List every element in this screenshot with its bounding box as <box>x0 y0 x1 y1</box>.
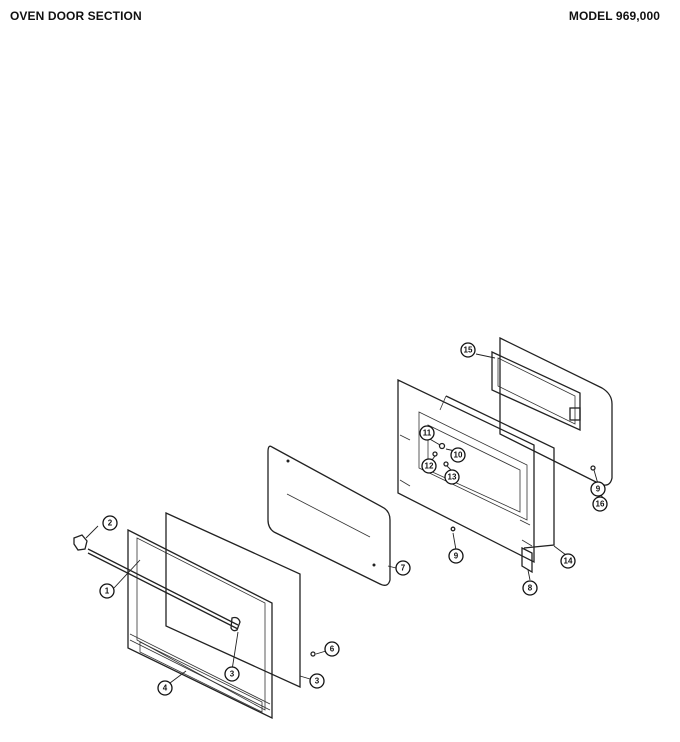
diagram-title: OVEN DOOR SECTION <box>10 9 142 23</box>
door-hardware <box>310 442 456 657</box>
inner-door-liner <box>397 378 535 574</box>
svg-text:4: 4 <box>163 684 168 693</box>
svg-text:11: 11 <box>423 429 432 438</box>
callout-13: 13 <box>444 469 460 485</box>
model-number: MODEL 969,000 <box>568 9 660 23</box>
callout-9-back: 9 <box>590 481 606 497</box>
callout-12: 12 <box>421 458 437 474</box>
callout-14: 14 <box>560 553 576 569</box>
callout-15: 15 <box>460 342 476 358</box>
door-back-panel <box>491 336 613 486</box>
callout-1: 1 <box>99 583 115 599</box>
callout-7: 7 <box>395 560 411 576</box>
callout-6: 6 <box>324 641 340 657</box>
callout-8: 8 <box>522 580 538 596</box>
svg-text:13: 13 <box>448 473 457 482</box>
callout-4: 4 <box>157 680 173 696</box>
svg-text:2: 2 <box>108 519 113 528</box>
callout-9-liner: 9 <box>448 548 464 564</box>
svg-text:16: 16 <box>596 500 605 509</box>
handle-end-cap <box>73 534 88 551</box>
svg-text:15: 15 <box>464 346 473 355</box>
leader-lines <box>85 353 605 684</box>
svg-text:7: 7 <box>401 564 406 573</box>
callout-16: 16 <box>592 496 608 512</box>
svg-text:9: 9 <box>454 552 459 561</box>
inner-window-glass <box>267 445 391 586</box>
callout-10: 10 <box>450 447 466 463</box>
svg-text:6: 6 <box>330 645 335 654</box>
outer-glass-panel <box>165 511 301 689</box>
svg-text:10: 10 <box>454 451 463 460</box>
svg-text:1: 1 <box>105 587 110 596</box>
svg-text:3: 3 <box>230 670 235 679</box>
svg-text:8: 8 <box>528 584 533 593</box>
svg-text:14: 14 <box>564 557 573 566</box>
outer-door-frame <box>127 528 273 720</box>
callout-3-glass: 3 <box>309 673 325 689</box>
door-handle <box>87 548 241 632</box>
svg-text:3: 3 <box>315 677 320 686</box>
callout-11: 11 <box>419 425 435 441</box>
svg-text:12: 12 <box>425 462 434 471</box>
callout-3-handle: 3 <box>224 666 240 682</box>
svg-text:9: 9 <box>596 485 601 494</box>
callout-2: 2 <box>102 515 118 531</box>
